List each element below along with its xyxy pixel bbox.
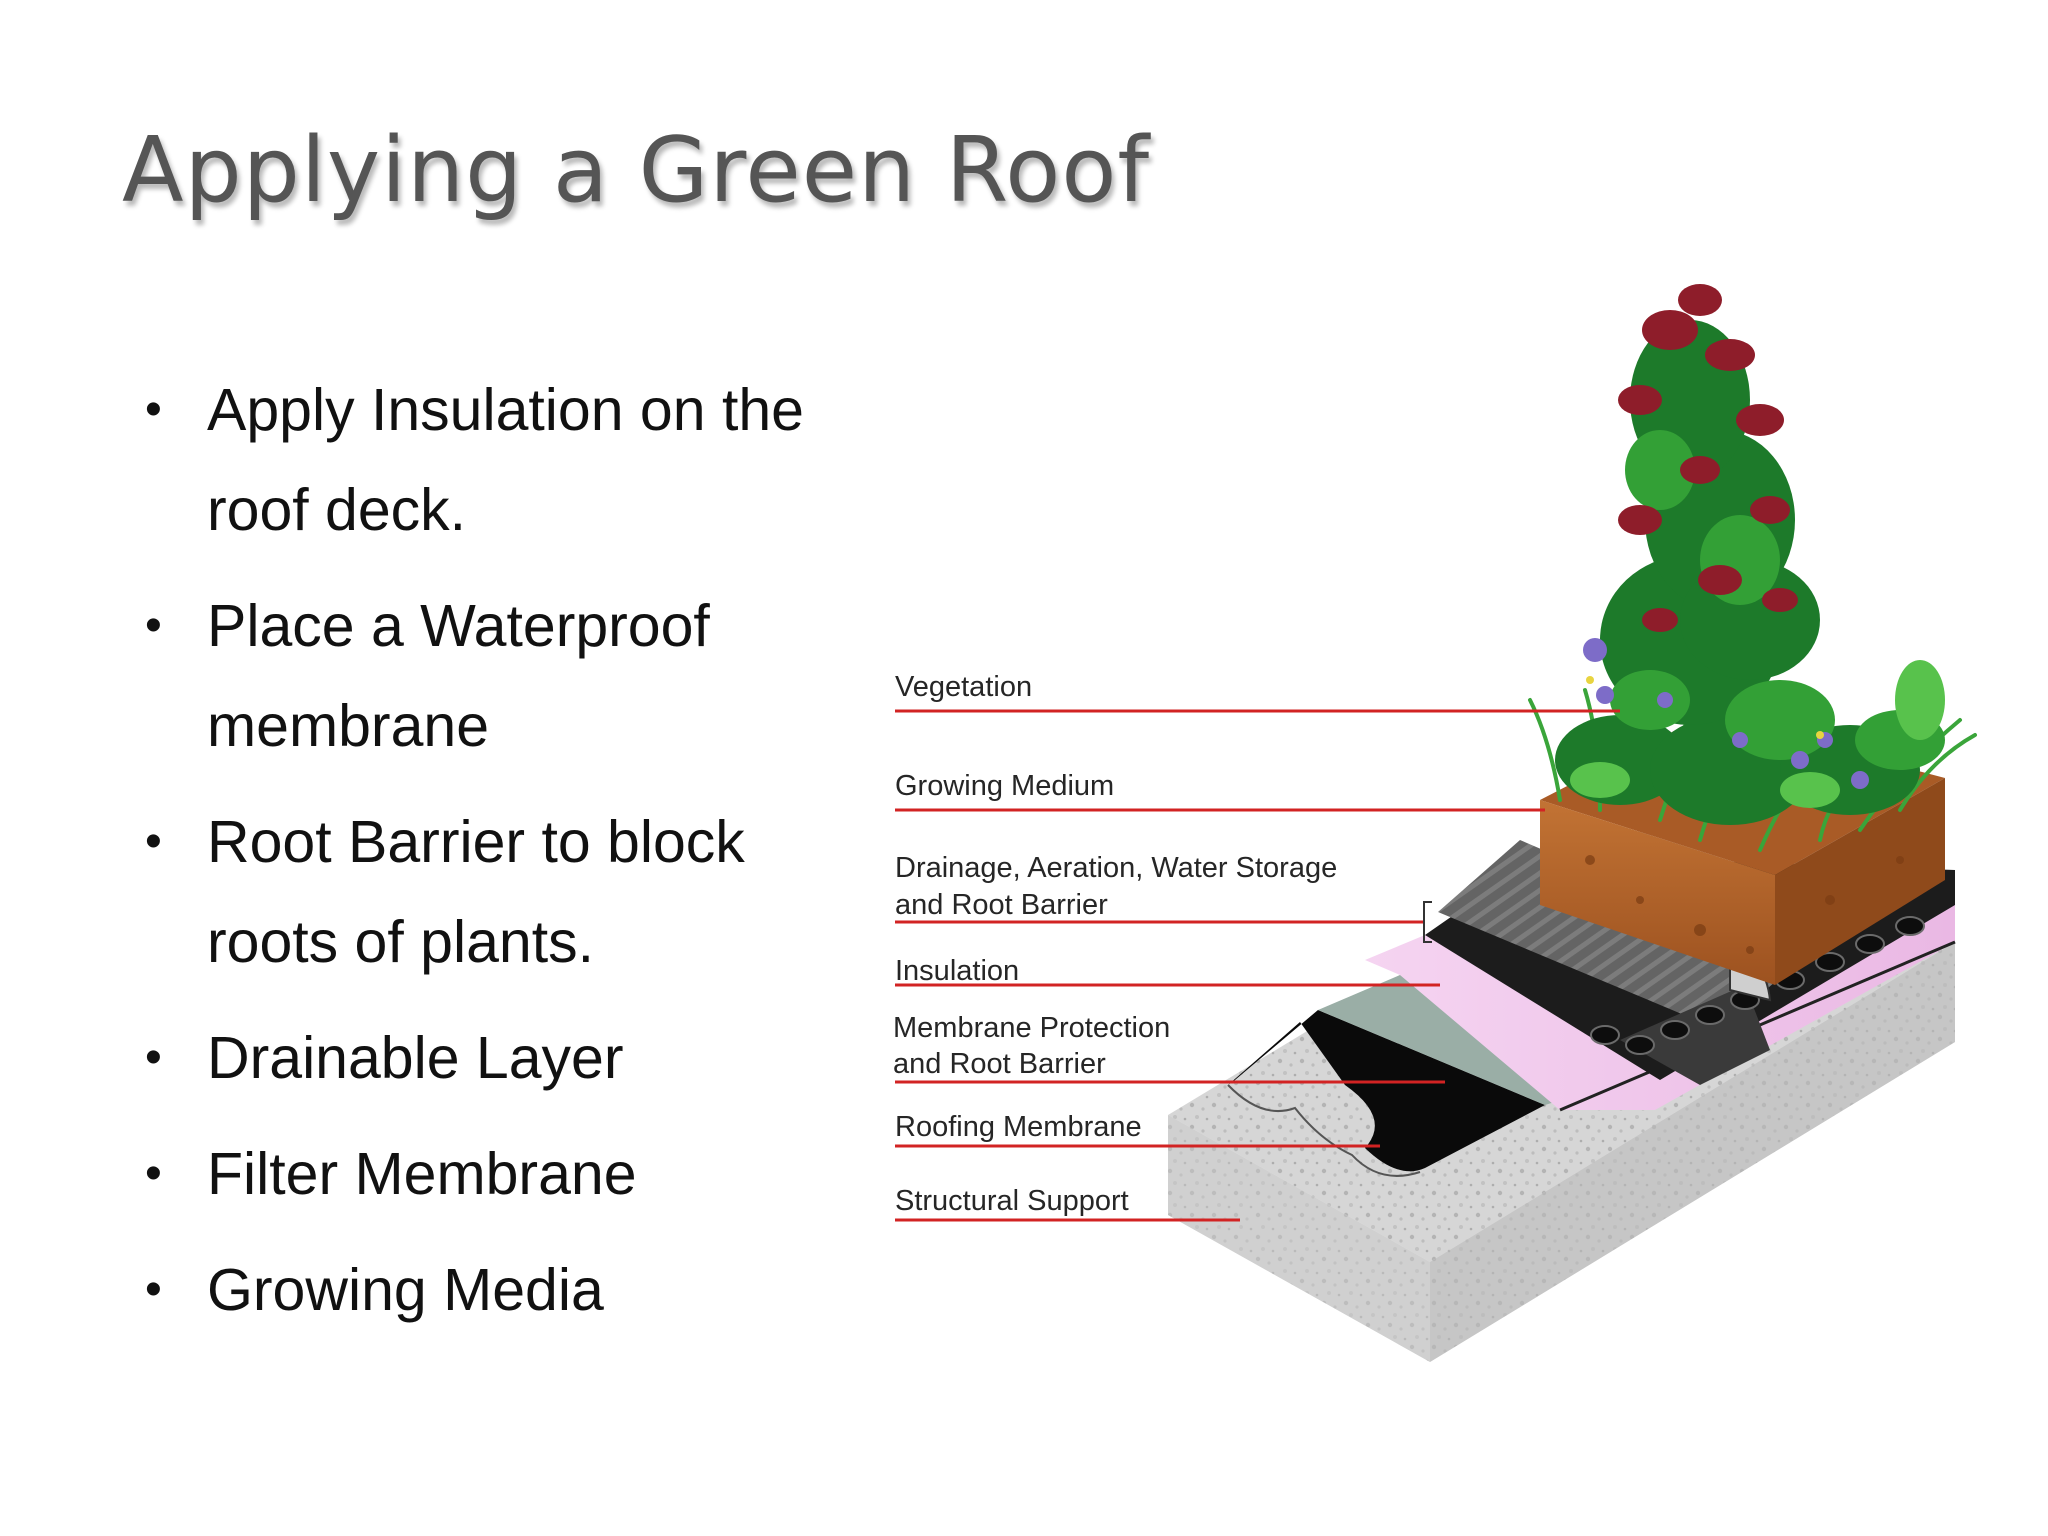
roofing-membrane-layer <box>1228 1010 1545 1172</box>
bullet-item: Apply Insulation on the roof deck. <box>145 360 865 560</box>
leader-lines <box>895 709 1620 1222</box>
vegetation-illustration <box>1528 284 1977 852</box>
label-membrane-protection-line2: and Root Barrier <box>893 1048 1106 1080</box>
label-drainage-line1: Drainage, Aeration, Water Storage <box>895 852 1337 884</box>
label-insulation: Insulation <box>895 955 1019 987</box>
bullet-list: Apply Insulation on the roof deck. Place… <box>145 360 865 1356</box>
bullet-item: Filter Membrane <box>145 1124 865 1224</box>
label-vegetation: Vegetation <box>895 671 1032 703</box>
label-structural-support: Structural Support <box>895 1185 1129 1217</box>
bullet-item: Root Barrier to block roots of plants. <box>145 792 865 992</box>
bullet-item: Drainable Layer <box>145 1008 865 1108</box>
label-growing-medium: Growing Medium <box>895 770 1114 802</box>
label-roofing-membrane: Roofing Membrane <box>895 1111 1142 1143</box>
slide-title: Applying a Green Roof <box>122 118 1151 223</box>
bullet-item: Growing Media <box>145 1240 865 1340</box>
label-membrane-protection-line1: Membrane Protection <box>893 1012 1170 1044</box>
bullet-item: Place a Waterproof membrane <box>145 576 865 776</box>
green-roof-diagram: Vegetation Growing Medium Drainage, Aera… <box>893 284 1977 1362</box>
label-drainage-line2: and Root Barrier <box>895 889 1108 921</box>
